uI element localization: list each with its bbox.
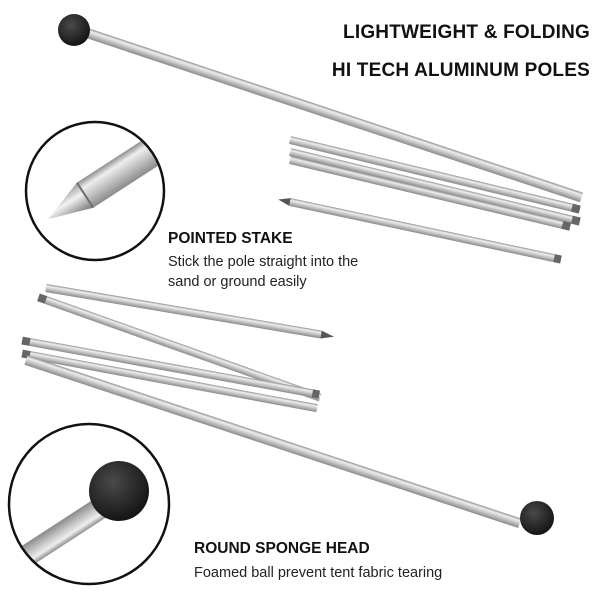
sponge-ball-closeup-icon — [9, 461, 149, 584]
ball-zoom-circle — [7, 422, 171, 586]
folded-segments-top-right — [278, 136, 581, 264]
round-head-description: Foamed ball prevent tent fabric tearing — [194, 565, 443, 581]
headline-line-1: LIGHTWEIGHT & FOLDING — [343, 22, 590, 43]
folded-segments-middle — [21, 284, 334, 413]
top-pole-with-ball — [58, 14, 584, 203]
stake-zoom-circle — [24, 120, 166, 262]
sponge-ball-icon — [58, 14, 90, 46]
pointed-stake-desc-line-2: sand or ground easily — [168, 274, 307, 290]
pointed-stake-closeup-icon — [48, 122, 164, 220]
sponge-ball-icon — [520, 501, 554, 535]
headline-line-2: HI TECH ALUMINUM POLES — [331, 60, 590, 81]
pointed-stake-desc-line-1: Stick the pole straight into the — [168, 254, 359, 270]
bottom-pole-with-ball — [24, 355, 554, 535]
pointed-stake-title: POINTED STAKE — [168, 230, 293, 247]
round-head-title: ROUND SPONGE HEAD — [194, 540, 370, 557]
pointed-stake-description: Stick the pole straight into the sand or… — [168, 252, 358, 292]
